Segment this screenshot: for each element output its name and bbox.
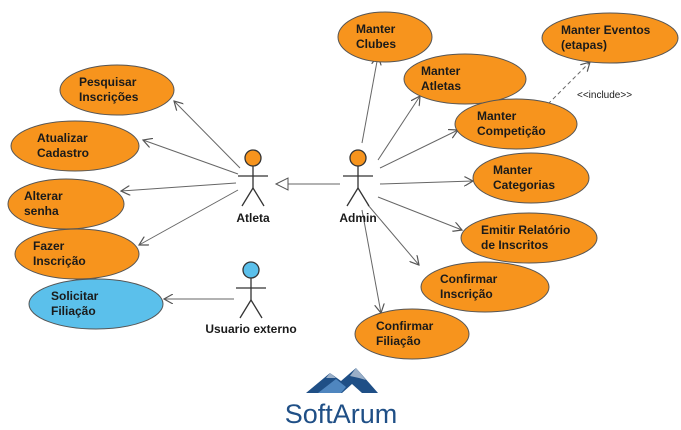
actor-leg-right: [252, 187, 265, 207]
actor-head: [244, 149, 262, 167]
uc-manter-clubes[interactable]: [337, 11, 433, 63]
assoc-admin-confirmar-inscricao: [367, 204, 419, 265]
uc-solicitar-filiacao[interactable]: [28, 278, 164, 330]
uc-label: Manter: [477, 109, 517, 123]
actor-label-admin: Admin: [339, 211, 376, 225]
include-stereotype: <<include>>: [577, 90, 632, 101]
uc-label: Emitir Relatório: [481, 223, 570, 237]
actor-label-atleta: Atleta: [236, 211, 270, 225]
actor-usuario-externo[interactable]: [236, 261, 266, 319]
actor-leg-right: [357, 187, 370, 207]
uc-manter-eventos[interactable]: [541, 12, 679, 64]
uc-label: Inscrições: [79, 90, 139, 104]
generalization-triangle: [274, 177, 289, 191]
uc-confirmar-filiacao[interactable]: [354, 308, 470, 360]
uc-label: Fazer: [33, 239, 65, 253]
uc-label: Clubes: [356, 37, 396, 51]
uc-label: Manter: [493, 163, 533, 177]
actor-leg-right: [250, 299, 263, 319]
uc-label: Atletas: [421, 79, 461, 93]
uc-confirmar-inscricao[interactable]: [420, 261, 550, 313]
actor-admin[interactable]: [343, 149, 373, 207]
uc-label: Atualizar: [37, 131, 88, 145]
actor-head: [242, 261, 260, 279]
uc-label: Filiação: [376, 334, 421, 348]
uc-label: Competição: [477, 124, 546, 138]
uc-label: Alterar: [24, 189, 63, 203]
uc-label: senha: [24, 204, 59, 218]
uc-atualizar-cadastro[interactable]: [10, 120, 140, 172]
assoc-atleta-fazer: [139, 189, 239, 245]
uc-emitir-relatorio[interactable]: [460, 212, 598, 264]
uc-manter-atletas[interactable]: [403, 53, 527, 105]
uc-label: Manter: [421, 64, 461, 78]
actor-label-usuario-externo: Usuario externo: [205, 322, 296, 336]
include-competicao-eventos: [547, 62, 590, 105]
uc-pesquisar-inscricoes[interactable]: [59, 64, 175, 116]
uc-label: de Inscritos: [481, 238, 549, 252]
assoc-atleta-alterar: [121, 182, 237, 191]
uc-label: Solicitar: [51, 289, 99, 303]
uc-label: Filiação: [51, 304, 96, 318]
uc-label: Inscrição: [440, 287, 493, 301]
actor-head: [349, 149, 367, 167]
uc-label: Pesquisar: [79, 75, 137, 89]
assoc-admin-confirmar-filiacao: [361, 209, 381, 313]
actor-leg-left: [239, 299, 252, 319]
assoc-atleta-atualizar: [143, 140, 239, 175]
uc-label: Cadastro: [37, 146, 89, 160]
actor-atleta[interactable]: [238, 149, 268, 207]
assoc-admin-atletas: [377, 96, 420, 161]
uc-label: Manter Eventos: [561, 23, 651, 37]
uc-manter-categorias[interactable]: [472, 152, 590, 204]
softarum-logo: SoftArum: [285, 368, 398, 429]
assoc-admin-emitir: [377, 196, 462, 230]
assoc-admin-competicao: [379, 130, 458, 169]
uc-label: Inscrição: [33, 254, 86, 268]
brand-name: SoftArum: [285, 399, 398, 429]
actor-leg-left: [241, 187, 254, 207]
uc-label: Confirmar: [440, 272, 498, 286]
assoc-admin-clubes: [361, 56, 378, 144]
use-cases: [7, 11, 679, 360]
uc-label: Categorias: [493, 178, 555, 192]
uc-label: (etapas): [561, 38, 607, 52]
associations: [121, 56, 590, 313]
assoc-atleta-pesquisar: [174, 101, 241, 169]
assoc-admin-categorias: [379, 181, 473, 184]
uc-label: Confirmar: [376, 319, 434, 333]
actor-leg-left: [346, 187, 359, 207]
uc-fazer-inscricao[interactable]: [14, 228, 140, 280]
uc-manter-competicao[interactable]: [454, 98, 578, 150]
mountain-logo-icon: [306, 368, 378, 393]
use-case-labels: Pesquisar Inscrições Atualizar Cadastro …: [24, 22, 651, 348]
uc-label: Manter: [356, 22, 396, 36]
